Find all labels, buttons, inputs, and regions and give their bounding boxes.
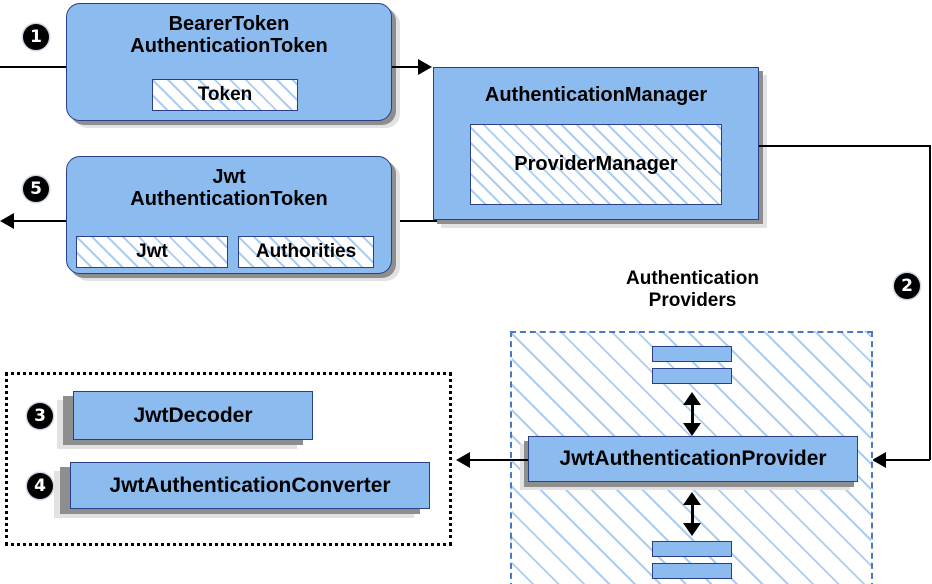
arrow-head-provider-top-up [683, 392, 701, 405]
providers-region-label-line1: Authentication [626, 268, 759, 289]
step-badge-1: 1 [23, 24, 49, 50]
connector-manager-to-provider-right [929, 145, 931, 460]
step-badge-2-label: 2 [894, 273, 920, 299]
arrow-head-bearer-to-manager [418, 59, 432, 75]
bearer-token-title-line2: AuthenticationToken [130, 35, 328, 58]
connector-provider-bottom [691, 500, 694, 526]
jwt-token-title-line1: Jwt [212, 166, 246, 188]
providers-region-label: Authentication Providers [590, 268, 795, 312]
connector-manager-to-provider-bottom [886, 459, 930, 461]
provider-placeholder-bar-bottom-1 [652, 541, 732, 557]
connector-bearer-to-manager [392, 66, 424, 68]
node-provider-manager[interactable]: ProviderManager [470, 124, 722, 205]
node-jwt-token-child-authorities[interactable]: Authorities [238, 236, 374, 268]
arrow-head-provider-bottom-down [683, 523, 701, 536]
step-badge-3: 3 [27, 403, 53, 429]
step-badge-1-label: 1 [23, 24, 49, 50]
connector-manager-to-provider-top [759, 145, 930, 147]
providers-region-label-line2: Providers [648, 289, 737, 311]
connector-provider-to-components [470, 459, 528, 461]
connector-manager-to-jwt-token [392, 220, 437, 222]
arrow-head-manager-to-provider [872, 452, 886, 468]
arrow-head-provider-to-components [456, 452, 470, 468]
node-jwt-decoder[interactable]: JwtDecoder [73, 391, 313, 440]
step-badge-5-label: 5 [23, 176, 49, 202]
bearer-token-title: BearerToken AuthenticationToken [130, 13, 327, 58]
step-badge-2: 2 [894, 273, 920, 299]
arrow-head-response-out [0, 213, 14, 229]
step-badge-4-label: 4 [27, 473, 53, 499]
provider-placeholder-bar-top-2 [652, 368, 732, 384]
arrow-head-provider-top-down [683, 423, 701, 436]
bearer-token-title-line1: BearerToken [168, 13, 290, 35]
node-jwt-token-child-jwt[interactable]: Jwt [76, 236, 228, 268]
connector-response-out [14, 220, 70, 222]
node-bearer-token-child-token[interactable]: Token [152, 79, 298, 111]
step-badge-3-label: 3 [27, 403, 53, 429]
provider-placeholder-bar-top-1 [652, 346, 732, 362]
jwt-token-title-line2: AuthenticationToken [130, 188, 328, 211]
step-badge-4: 4 [27, 473, 53, 499]
provider-placeholder-bar-bottom-2 [652, 563, 732, 579]
arrow-head-provider-bottom-up [683, 492, 701, 505]
step-badge-5: 5 [23, 176, 49, 202]
node-jwt-authentication-provider[interactable]: JwtAuthenticationProvider [528, 436, 858, 482]
jwt-token-title: Jwt AuthenticationToken [130, 166, 327, 211]
connector-request-in [0, 66, 70, 68]
connector-provider-top [691, 400, 694, 426]
authentication-manager-title: AuthenticationManager [484, 84, 708, 106]
region-jwt-components [5, 372, 452, 546]
node-jwt-authentication-converter[interactable]: JwtAuthenticationConverter [70, 462, 430, 509]
